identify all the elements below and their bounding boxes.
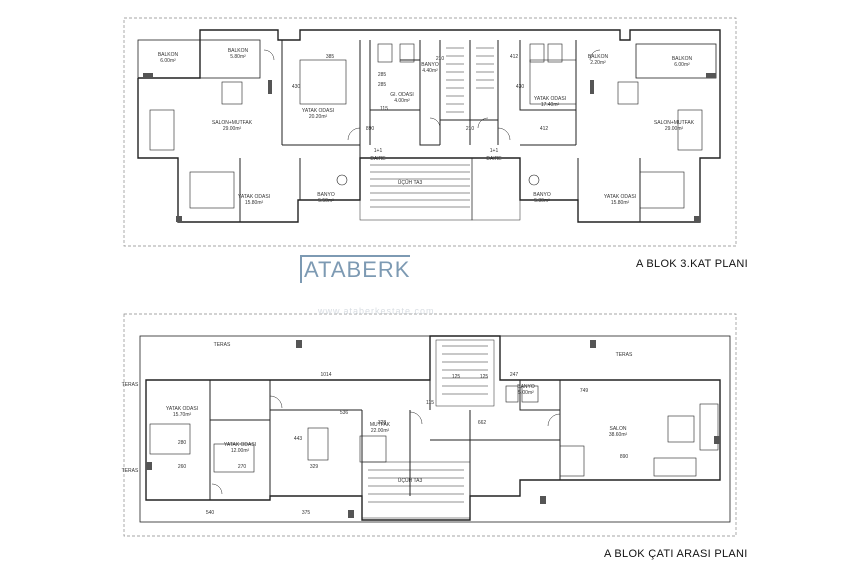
dim-bottom-15: 125 xyxy=(452,374,461,380)
plan-attic-floor xyxy=(123,313,737,537)
dim-bottom-11: 540 xyxy=(206,510,215,516)
room-area-top-3: 20.20m² xyxy=(309,114,328,120)
dim-bottom-13: 890 xyxy=(620,454,629,460)
room-label-top-13: YATAK ODASI xyxy=(604,194,636,200)
dim-top-9: 430 xyxy=(292,84,301,90)
room-area-top-13: 15.80m² xyxy=(611,200,630,206)
room-area-top-1: 5.80m² xyxy=(230,54,246,60)
dim-top-2: 210 xyxy=(436,56,445,62)
room-area-top-8: 2.20m² xyxy=(590,60,606,66)
plan-3rd-floor xyxy=(123,17,737,247)
dim-top-10: 430 xyxy=(516,84,525,90)
room-label-top-6: YATAK ODASI xyxy=(238,194,270,200)
unit-label-0: 1+1 xyxy=(374,148,383,154)
watermark-text: www.ataberkestate.com xyxy=(318,306,435,316)
brand-logo: ATABERK xyxy=(300,255,411,283)
dim-top-3: 412 xyxy=(510,54,519,60)
dim-bottom-0: 1014 xyxy=(320,372,331,378)
room-area-top-11: 29.00m² xyxy=(665,126,684,132)
dim-top-1: 285 xyxy=(378,82,387,88)
room-area-top-9: 17.40m² xyxy=(541,102,560,108)
room-area-top-5: 4.40m² xyxy=(422,68,438,74)
room-area-top-10: 6.00m² xyxy=(674,62,690,68)
room-area-top-4: 4.00m² xyxy=(394,98,410,104)
unit-label-1: DAIRE xyxy=(370,156,386,162)
room-label-top-2: SALON+MUTFAK xyxy=(212,120,253,126)
room-label-bottom-0: TERAS xyxy=(214,342,231,348)
dim-bottom-4: 662 xyxy=(478,420,487,426)
dim-bottom-12: 375 xyxy=(302,510,311,516)
dim-top-7: 412 xyxy=(540,126,549,132)
room-label-top-9: YATAK ODASI xyxy=(534,96,566,102)
dim-bottom-14: 115 xyxy=(426,400,434,406)
room-label-top-3: YATAK ODASI xyxy=(302,108,334,114)
room-label-top-11: SALON+MUTFAK xyxy=(654,120,695,126)
dim-top-4: 890 xyxy=(366,126,375,132)
room-area-bottom-8: 38.60m² xyxy=(609,432,628,438)
room-label-top-4: GI. ODASI xyxy=(390,92,414,98)
dim-bottom-9: 260 xyxy=(178,464,187,470)
plan-title-attic-floor: A BLOK ÇATI ARASI PLANI xyxy=(604,548,748,560)
room-area-top-0: 6.00m² xyxy=(160,58,176,64)
room-label-bottom-3: TERAS xyxy=(122,468,139,474)
dim-bottom-5: 443 xyxy=(294,436,303,442)
room-label-bottom-2: TERAS xyxy=(616,352,633,358)
room-area-bottom-7: 5.00m² xyxy=(518,390,534,396)
room-label-top-12: BANYO xyxy=(533,192,551,198)
room-area-bottom-5: 12.00m² xyxy=(231,448,250,454)
stair-label-bottom: ÜÇÜH TA3 xyxy=(398,477,423,484)
room-label-bottom-1: TERAS xyxy=(122,382,139,388)
dim-top-8: 285 xyxy=(378,72,387,78)
room-label-bottom-8: SALON xyxy=(610,426,627,432)
dim-bottom-6: 329 xyxy=(310,464,319,470)
unit-label-3: DAIRE xyxy=(486,156,502,162)
room-area-top-6: 15.80m² xyxy=(245,200,264,206)
dim-bottom-8: 280 xyxy=(178,440,187,446)
room-label-bottom-5: YATAK ODASI xyxy=(224,442,256,448)
room-label-bottom-6: MUTFAK xyxy=(370,422,391,428)
dim-bottom-7: 328 xyxy=(378,420,387,426)
room-label-top-5: BANYO xyxy=(421,62,439,68)
dim-bottom-1: 536 xyxy=(340,410,349,416)
room-area-bottom-6: 22.00m² xyxy=(371,428,390,434)
room-area-top-2: 29.00m² xyxy=(223,126,242,132)
stair-label-top: ÜÇÜH TA3 xyxy=(398,179,423,186)
brand-logo-mark: ATABERK xyxy=(300,255,411,283)
room-label-top-0: BALKON xyxy=(158,52,179,58)
unit-label-2: 1+1 xyxy=(490,148,499,154)
room-area-top-7: 5.50m² xyxy=(318,198,334,204)
plan-title-3rd-floor: A BLOK 3.KAT PLANI xyxy=(636,258,748,270)
dim-top-6: 210 xyxy=(466,126,475,132)
room-area-bottom-4: 15.70m² xyxy=(173,412,192,418)
dim-bottom-10: 270 xyxy=(238,464,247,470)
room-label-top-8: BALKON xyxy=(588,54,609,60)
room-label-bottom-4: YATAK ODASI xyxy=(166,406,198,412)
plan-3rd-floor-labels: BALKON6.00m²BALKON5.80m²SALON+MUTFAK29.0… xyxy=(158,48,695,206)
dim-bottom-2: 247 xyxy=(510,372,519,378)
dim-bottom-3: 749 xyxy=(580,388,589,394)
room-label-top-7: BANYO xyxy=(317,192,335,198)
dim-top-0: 385 xyxy=(326,54,335,60)
room-label-top-10: BALKON xyxy=(672,56,693,62)
room-label-top-1: BALKON xyxy=(228,48,249,54)
room-label-bottom-7: BANYO xyxy=(517,384,535,390)
dim-top-5: 115 xyxy=(380,106,388,112)
dim-bottom-16: 125 xyxy=(480,374,489,380)
room-area-top-12: 5.30m² xyxy=(534,198,550,204)
